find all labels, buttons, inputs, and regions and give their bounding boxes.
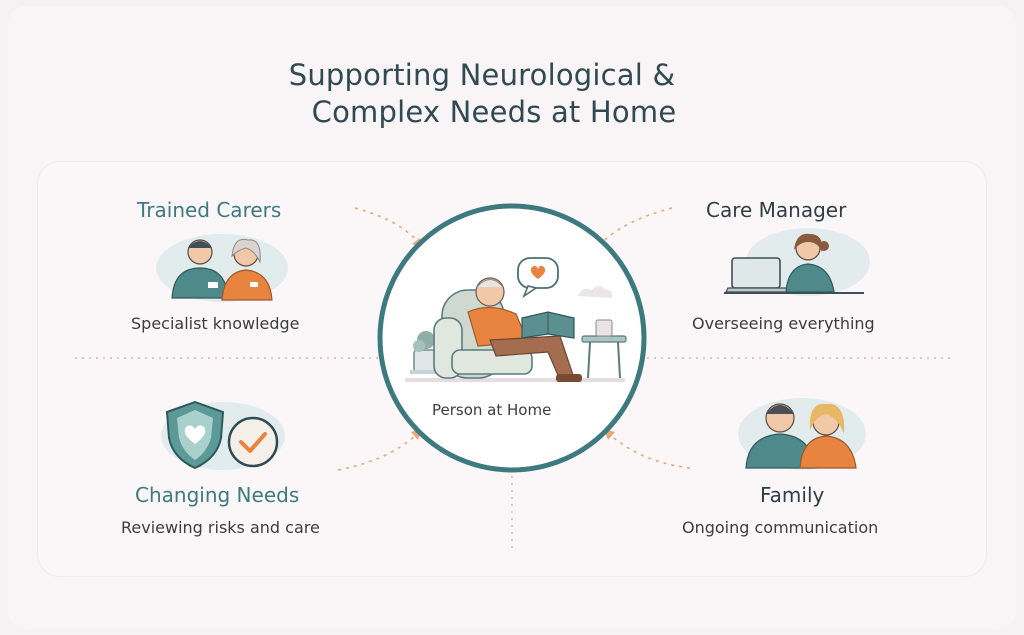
page-title-line-2: Complex Needs at Home (311, 95, 677, 129)
carers-icon (156, 234, 288, 302)
node-subtitle-family: Ongoing communication (682, 518, 879, 537)
node-subtitle-care-manager: Overseeing everything (692, 314, 875, 333)
manager-laptop-icon (724, 228, 870, 296)
arrow-changing-needs (337, 432, 419, 471)
person-reading-in-armchair-icon (405, 257, 627, 382)
node-subtitle-trained-carers: Specialist knowledge (131, 314, 300, 333)
node-heading-changing-needs: Changing Needs (135, 483, 300, 507)
arrow-trained-carers (354, 207, 421, 245)
node-subtitle-changing-needs: Reviewing risks and care (121, 518, 320, 537)
node-heading-trained-carers: Trained Carers (137, 198, 282, 222)
arrow-care-manager (599, 207, 673, 245)
page-title-line-1: Supporting Neurological & (288, 58, 676, 92)
shield-heart-check-icon (161, 400, 285, 470)
node-heading-care-manager: Care Manager (706, 198, 847, 222)
center-label: Person at Home (432, 401, 552, 419)
family-icon (738, 398, 866, 470)
node-heading-family: Family (760, 483, 825, 507)
arrow-family (607, 432, 691, 469)
